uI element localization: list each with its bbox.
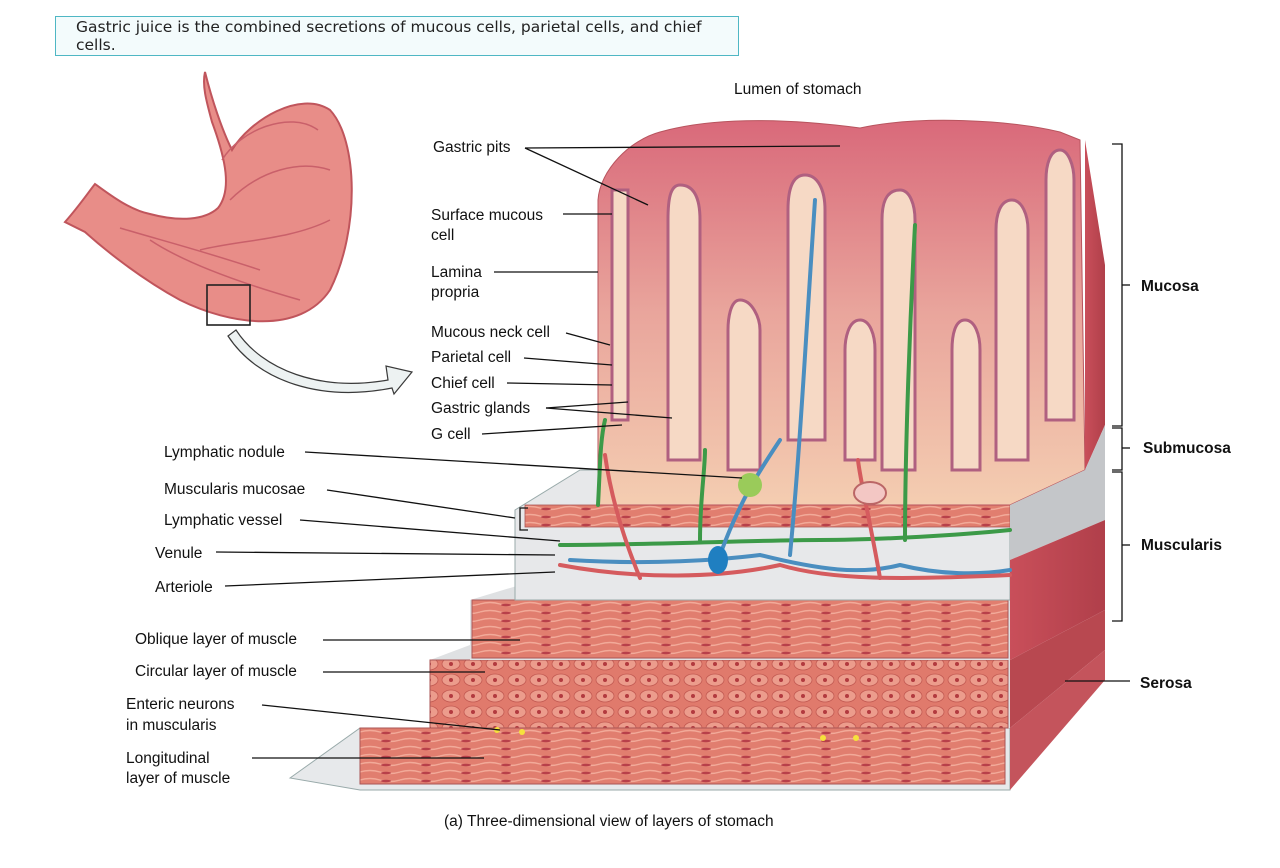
figure-caption: (a) Three-dimensional view of layers of …	[444, 813, 774, 830]
label-enteric-line2: in muscularis	[126, 717, 217, 734]
label-lamina-line1: Lamina	[431, 264, 482, 281]
label-muscularis-mucosae: Muscularis mucosae	[164, 481, 306, 498]
venule-cross-section	[708, 546, 728, 574]
label-g-cell: G cell	[431, 426, 471, 443]
label-oblique-layer: Oblique layer of muscle	[135, 631, 297, 648]
label-mucous-neck-cell: Mucous neck cell	[431, 324, 550, 341]
layer-label-serosa: Serosa	[1140, 675, 1192, 692]
label-surface-mucous-line1: Surface mucous	[431, 207, 543, 224]
label-surface-mucous-line2: cell	[431, 227, 455, 244]
layer-label-mucosa: Mucosa	[1141, 278, 1199, 295]
label-gastric-glands: Gastric glands	[431, 400, 531, 417]
callout-box: Gastric juice is the combined secretions…	[55, 16, 739, 56]
label-venule: Venule	[155, 545, 203, 562]
label-gastric-pits: Gastric pits	[433, 139, 511, 156]
stomach-wall-block	[288, 119, 1105, 791]
label-arteriole: Arteriole	[155, 579, 213, 596]
zoom-arrow	[227, 329, 414, 396]
label-lymphatic-vessel: Lymphatic vessel	[164, 512, 283, 529]
label-parietal-cell: Parietal cell	[431, 349, 512, 366]
label-lamina-line2: propria	[431, 284, 480, 301]
lumen-label: Lumen of stomach	[734, 81, 862, 98]
zoom-box	[206, 284, 251, 326]
label-longitudinal-line1: Longitudinal	[126, 750, 210, 767]
label-lymphatic-nodule: Lymphatic nodule	[164, 444, 285, 461]
label-enteric-line1: Enteric neurons	[126, 696, 235, 713]
label-circular-layer: Circular layer of muscle	[135, 663, 297, 680]
label-longitudinal-line2: layer of muscle	[126, 770, 231, 787]
lymphatic-nodule-shape	[738, 473, 762, 497]
leader-lines	[215, 143, 1130, 759]
label-chief-cell: Chief cell	[431, 375, 495, 392]
callout-text: Gastric juice is the combined secretions…	[76, 18, 702, 54]
layer-label-submucosa: Submucosa	[1143, 440, 1231, 457]
layer-label-muscularis: Muscularis	[1141, 537, 1222, 554]
stomach-illustration	[63, 71, 353, 326]
